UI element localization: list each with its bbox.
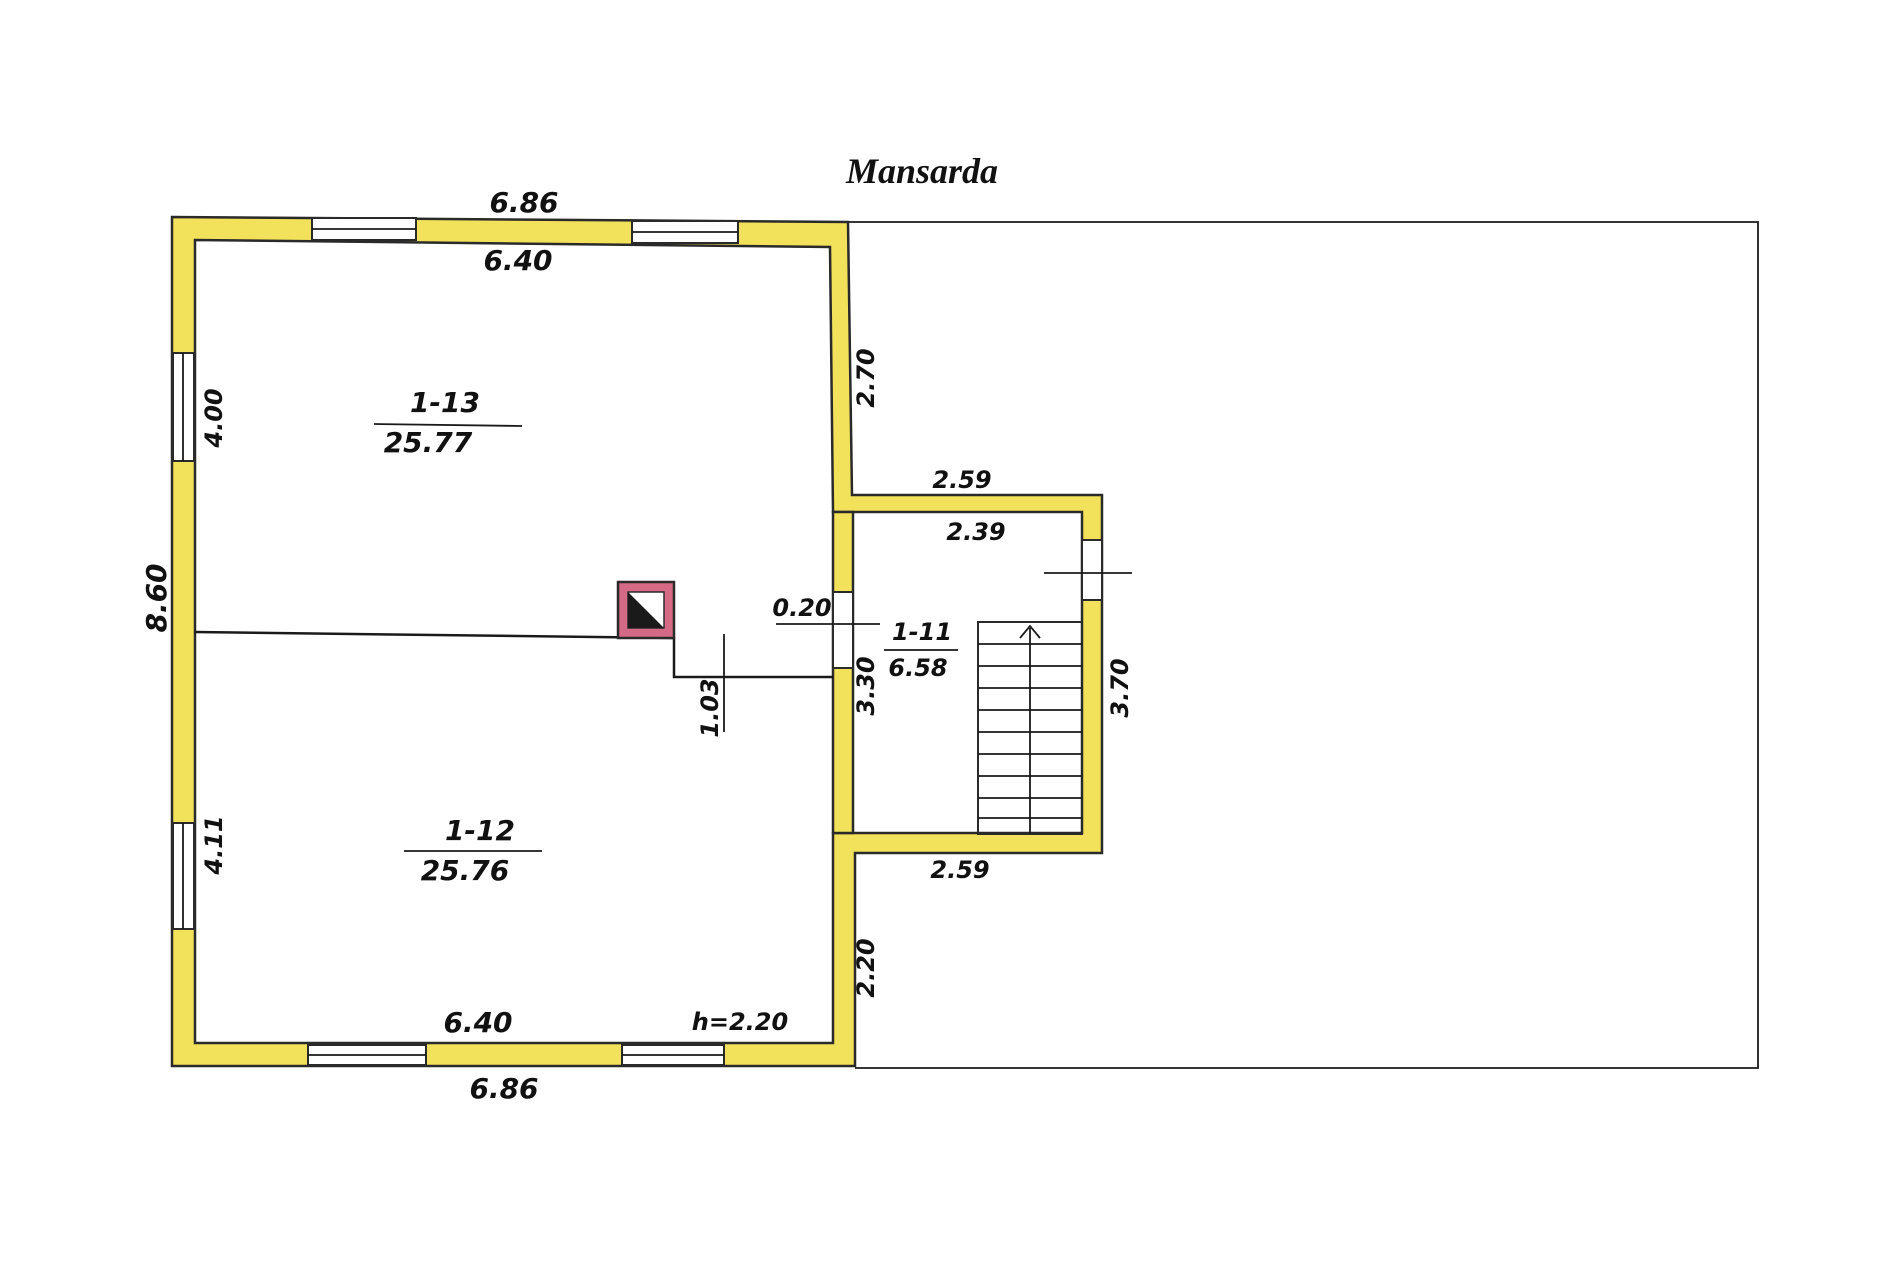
room-1-12-id: 1-12 <box>445 814 515 847</box>
dim-top-outer: 6.86 <box>489 186 558 219</box>
room-1-13-id: 1-13 <box>410 386 480 419</box>
dim-partition-right: 3.30 <box>852 656 880 715</box>
door-stair-left <box>832 591 854 669</box>
exterior-wall <box>170 215 1104 1068</box>
dim-left-upper: 4.00 <box>200 388 228 448</box>
room-partition <box>194 630 833 679</box>
chimney-icon <box>616 580 676 640</box>
door-stair-right <box>1081 539 1103 601</box>
dim-stair-right: 3.70 <box>1106 658 1134 717</box>
dim-stair-bottom: 2.59 <box>930 856 989 884</box>
room-1-11-area: 6.58 <box>888 654 947 682</box>
stair-partition-wall <box>831 510 855 835</box>
dim-right-upper: 2.70 <box>852 348 880 407</box>
dim-bottom-outer: 6.86 <box>469 1072 538 1105</box>
dim-left-lower: 4.11 <box>200 815 228 875</box>
plan-title: Mansarda <box>845 151 998 191</box>
room-1-13-area: 25.77 <box>384 426 473 459</box>
staircase <box>977 621 1083 835</box>
dim-bottom-inner: 6.40 <box>443 1006 512 1039</box>
dim-stair-top-inner: 2.39 <box>946 518 1005 546</box>
dim-right-lower: 2.20 <box>852 938 880 997</box>
dim-left-outer: 8.60 <box>140 563 173 632</box>
room-1-12-area: 25.76 <box>421 854 510 887</box>
dim-top-inner: 6.40 <box>483 244 552 277</box>
attic-outline <box>842 221 1759 1069</box>
room-1-11-id: 1-11 <box>892 618 952 646</box>
dim-chimney-offset: 1.03 <box>696 678 724 737</box>
dim-stair-top-outer: 2.59 <box>932 466 991 494</box>
dim-wall-thickness: 0.20 <box>772 594 831 622</box>
dim-height: h=2.20 <box>692 1008 788 1036</box>
